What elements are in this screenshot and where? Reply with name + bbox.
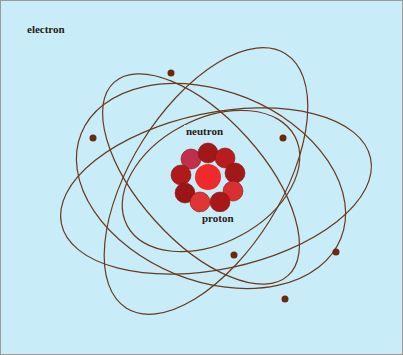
- orbit: [46, 45, 377, 326]
- electron-dot: [280, 135, 287, 142]
- electron-dot: [231, 252, 238, 259]
- nucleus: [171, 143, 245, 212]
- neutron-label: neutron: [184, 125, 225, 138]
- orbit: [98, 82, 324, 281]
- orbit: [63, 14, 349, 348]
- electron-dot: [90, 135, 97, 142]
- orbit: [68, 41, 334, 317]
- electron-dot: [168, 70, 175, 77]
- electron-dot: [333, 249, 340, 256]
- electron-dot: [282, 296, 289, 303]
- electron-label: electron: [25, 23, 67, 36]
- orbit: [45, 82, 387, 300]
- proton-label: proton: [200, 212, 236, 225]
